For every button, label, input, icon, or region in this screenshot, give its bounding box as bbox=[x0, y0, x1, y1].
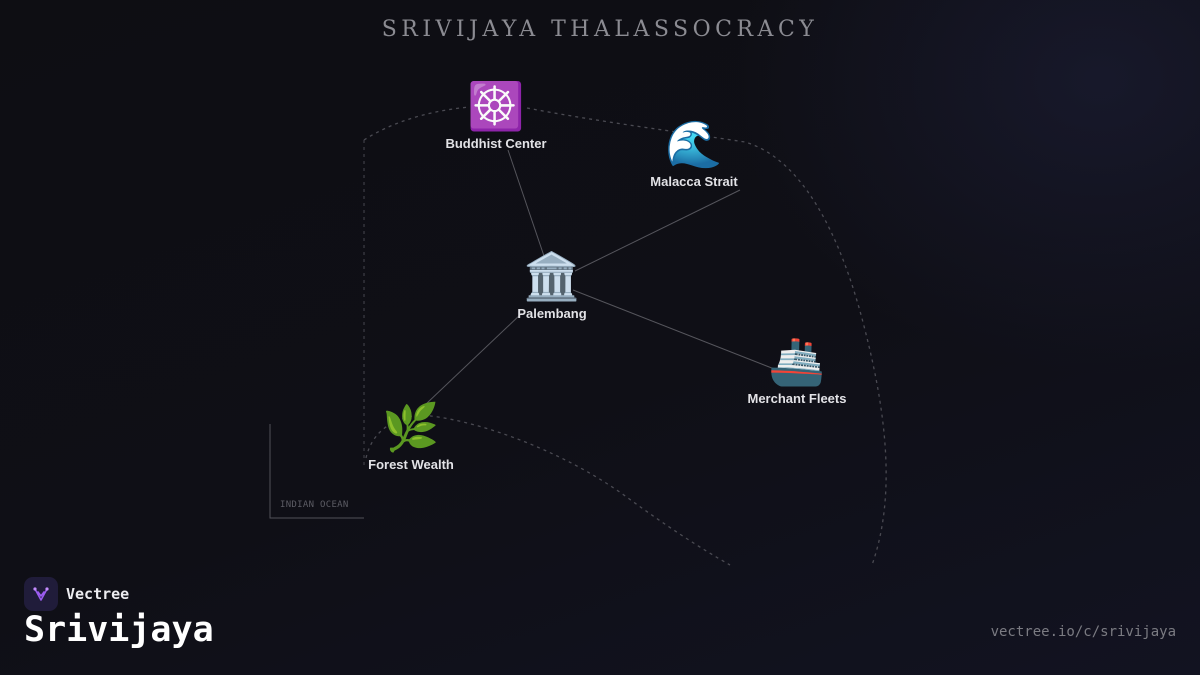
herb-icon: 🌿 bbox=[382, 400, 440, 454]
edges-layer bbox=[425, 149, 783, 405]
diagram-title: SRIVIJAYA THALASSOCRACY bbox=[381, 17, 819, 42]
ship-icon: 🚢 bbox=[768, 334, 826, 388]
vectree-logo-icon bbox=[24, 577, 58, 611]
node-label: Malacca Strait bbox=[650, 174, 738, 189]
edge-palembang-merchant-fleets bbox=[572, 289, 783, 373]
region-boundary-south bbox=[365, 414, 731, 566]
region-boundary bbox=[363, 106, 887, 566]
map-name: Srivijaya bbox=[24, 610, 214, 650]
node-palembang[interactable]: 🏛️ Palembang bbox=[472, 248, 632, 321]
edge-palembang-forest-wealth bbox=[425, 312, 523, 405]
ocean-frame bbox=[269, 424, 364, 519]
edge-palembang-malacca-strait bbox=[574, 189, 741, 272]
map-url[interactable]: vectree.io/c/srivijaya bbox=[990, 624, 1176, 640]
node-label: Palembang bbox=[517, 306, 587, 321]
dharma-wheel-icon: ☸️ bbox=[467, 79, 525, 133]
classical-building-icon: 🏛️ bbox=[523, 249, 581, 303]
node-malacca-strait[interactable]: 🌊 Malacca Strait bbox=[614, 116, 774, 189]
node-label: Buddhist Center bbox=[445, 136, 547, 151]
node-label: Merchant Fleets bbox=[747, 391, 847, 406]
node-label: Forest Wealth bbox=[368, 457, 454, 472]
node-forest-wealth[interactable]: 🌿 Forest Wealth bbox=[331, 399, 491, 472]
edge-palembang-buddhist-center bbox=[507, 149, 545, 257]
ocean-label: INDIAN OCEAN bbox=[280, 500, 349, 510]
node-merchant-fleets[interactable]: 🚢 Merchant Fleets bbox=[717, 333, 877, 406]
brand-name: Vectree bbox=[66, 585, 130, 603]
wave-icon: 🌊 bbox=[665, 117, 723, 171]
node-buddhist-center[interactable]: ☸️ Buddhist Center bbox=[416, 78, 576, 151]
brand[interactable]: Vectree bbox=[24, 577, 129, 611]
